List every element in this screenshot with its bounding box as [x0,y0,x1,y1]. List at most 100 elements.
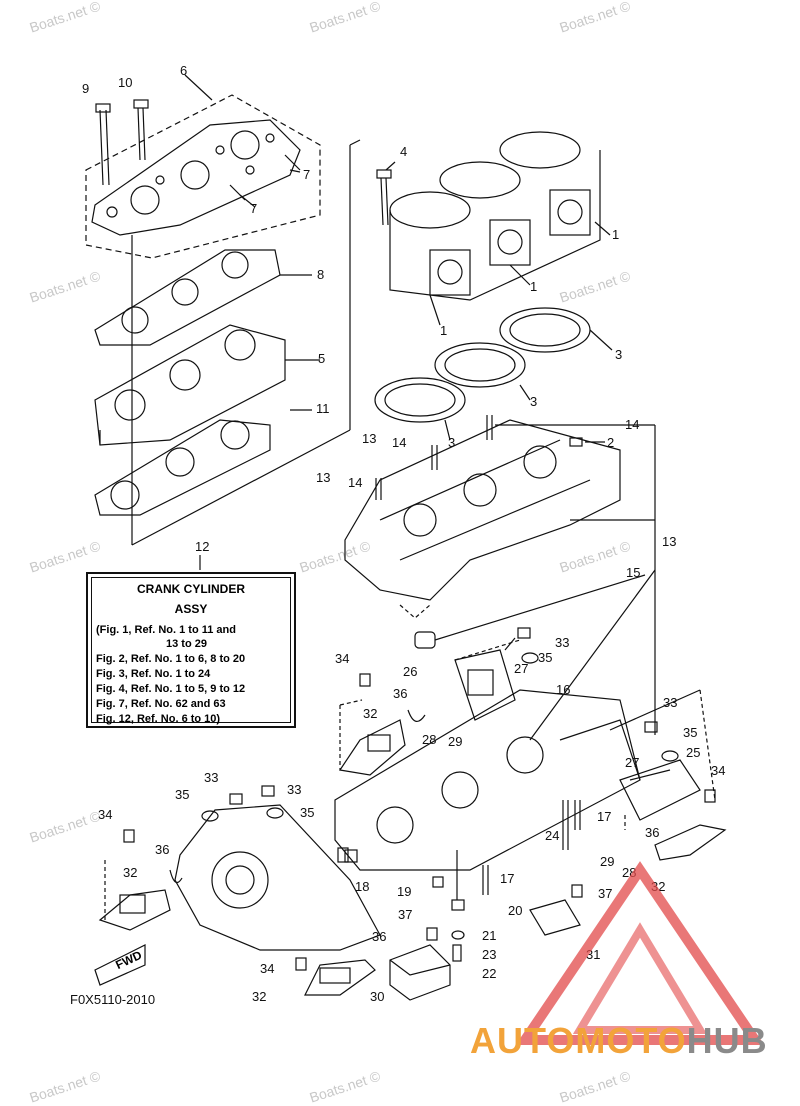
upper-crankcase-13 [344,415,621,601]
callout-21: 21 [482,928,497,943]
callout-6: 6 [180,63,188,78]
callout-1: 1 [612,227,620,242]
callout-13: 13 [662,534,677,549]
info-line: Fig. 3, Ref. No. 1 to 24 [96,668,211,680]
logo-part-2: HUB [686,1020,768,1061]
lower-crankcase [334,689,641,871]
callout-14: 14 [625,417,640,432]
callout-22: 22 [482,966,497,981]
figure-code: F0X5110-2010 [70,992,156,1007]
engine-mount-32b [654,824,727,861]
callout-7: 7 [303,167,311,182]
bolt-34c [123,829,135,843]
callout-25: 25 [686,745,701,760]
washer-35d [266,807,284,819]
callout-35: 35 [538,650,553,665]
callout-9: 9 [82,81,90,96]
cylinder-head-cover-6 [91,119,301,236]
hose-36a [407,709,426,722]
callout-8: 8 [317,267,325,282]
callout-33: 33 [287,782,302,797]
callout-34: 34 [98,807,113,822]
callout-2: 2 [607,435,615,450]
fwd-arrow [94,944,146,986]
callout-12: 12 [195,539,210,554]
engine-mount-31 [529,899,581,936]
info-line: Fig. 7, Ref. No. 62 and 63 [96,698,226,710]
callout-32: 32 [252,989,267,1004]
hose-36c [169,869,183,884]
gasket-11 [94,419,271,516]
cylinder-head-5 [94,324,320,446]
callout-17: 17 [597,809,612,824]
callout-36: 36 [372,929,387,944]
bolt-17b [482,865,489,895]
info-subtitle: ASSY [174,602,208,616]
engine-mount-30 [389,944,451,1001]
bolt-33a [504,627,531,651]
engine-mount-25 [619,759,701,821]
cylinder-block-1 [389,131,601,301]
callout-14: 14 [392,435,407,450]
callout-37: 37 [598,886,613,901]
info-line: (Fig. 1, Ref. No. 1 to 11 and [96,624,236,636]
callout-29: 29 [448,734,463,749]
info-line: 13 to 29 [166,638,207,650]
callout-23: 23 [482,947,497,962]
callout-30: 30 [370,989,385,1004]
washer-35a [521,652,539,664]
bolt-17a [574,800,581,830]
callout-35: 35 [300,805,315,820]
bolt-34a [359,673,371,687]
bolt-33c [229,793,243,805]
engine-mount-32a [338,719,406,776]
callout-4: 4 [400,144,408,159]
info-title: CRANK CYLINDER [137,582,245,596]
engine-mount-32d [304,959,376,996]
washer-21 [451,930,465,940]
callout-15: 15 [626,565,641,580]
engine-mount-26 [454,649,516,721]
callout-36: 36 [645,825,660,840]
callout-18: 18 [355,879,370,894]
callout-29: 29 [600,854,615,869]
assembly-info-box: CRANK CYLINDER ASSY (Fig. 1, Ref. No. 1 … [86,572,296,728]
callout-35: 35 [683,725,698,740]
plug-20 [451,899,465,911]
info-line: Fig. 2, Ref. No. 1 to 6, 8 to 20 [96,653,246,665]
bolt-34d [295,957,307,971]
callout-32: 32 [363,706,378,721]
callout-35: 35 [175,787,190,802]
callout-24: 24 [545,828,560,843]
bolt-19 [432,876,444,888]
callout-37: 37 [398,907,413,922]
callout-27: 27 [514,661,529,676]
logo-text: AUTOMOTOHUB [470,1020,768,1062]
callout-14: 14 [348,475,363,490]
callout-3: 3 [448,435,456,450]
head-group-box [85,94,321,259]
callout-33: 33 [555,635,570,650]
bolt-9 [95,103,111,186]
logo-part-1: AUTOMOTO [470,1020,687,1061]
callout-11: 11 [316,401,330,416]
callout-20: 20 [508,903,523,918]
callout-33: 33 [204,770,219,785]
info-line: Fig. 4, Ref. No. 1 to 5, 9 to 12 [96,683,246,695]
bolt-22 [452,944,462,962]
callout-32: 32 [123,865,138,880]
callout-34: 34 [711,763,726,778]
callout-1: 1 [440,323,448,338]
callout-16: 16 [556,682,571,697]
callout-26: 26 [403,664,418,679]
callout-3: 3 [615,347,623,362]
washer-35b [661,750,679,762]
callout-1: 1 [530,279,538,294]
bolt-10 [133,99,149,161]
callout-17: 17 [500,871,515,886]
bolt-33b [644,721,658,733]
bolt-34b [704,789,716,803]
